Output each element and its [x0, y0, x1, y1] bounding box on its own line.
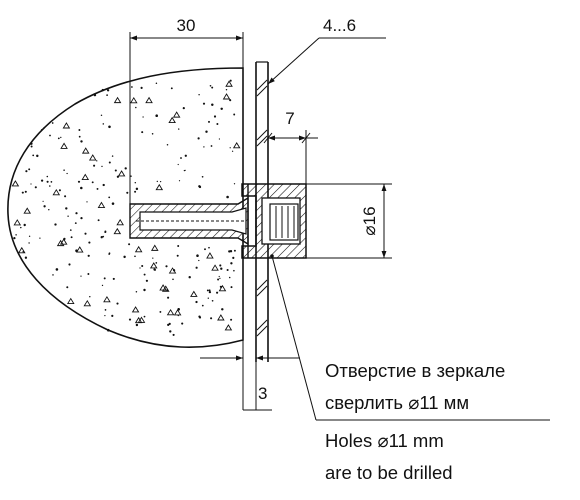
- holder-sleeve: [241, 183, 307, 259]
- concrete-speckles: [11, 79, 241, 336]
- dimension-gap: 3: [200, 340, 300, 411]
- dimension-glass-thickness: 4...6: [267, 16, 386, 85]
- dimension-depth-label: 30: [177, 16, 196, 35]
- dimension-outer-diameter-label: ⌀16: [360, 206, 379, 235]
- note-ru-line2: сверлить ⌀11 мм: [325, 392, 469, 413]
- note-en-line2: are to be drilled: [325, 462, 453, 483]
- drill-note: Отверстие в зеркале сверлить ⌀11 мм Hole…: [325, 360, 505, 483]
- note-leader: [270, 254, 550, 421]
- dimension-depth: 30: [129, 16, 244, 204]
- dimension-sleeve-width: 7: [263, 109, 318, 184]
- dimension-glass-thickness-label: 4...6: [323, 16, 356, 35]
- dimension-outer-diameter: ⌀16: [306, 183, 392, 259]
- dimension-gap-label: 3: [258, 384, 267, 403]
- note-en-line1: Holes ⌀11 mm: [325, 430, 444, 451]
- dimension-sleeve-width-label: 7: [285, 109, 294, 128]
- wall-section: [7, 67, 244, 348]
- note-ru-line1: Отверстие в зеркале: [325, 360, 505, 381]
- wall-anchor: [129, 196, 249, 246]
